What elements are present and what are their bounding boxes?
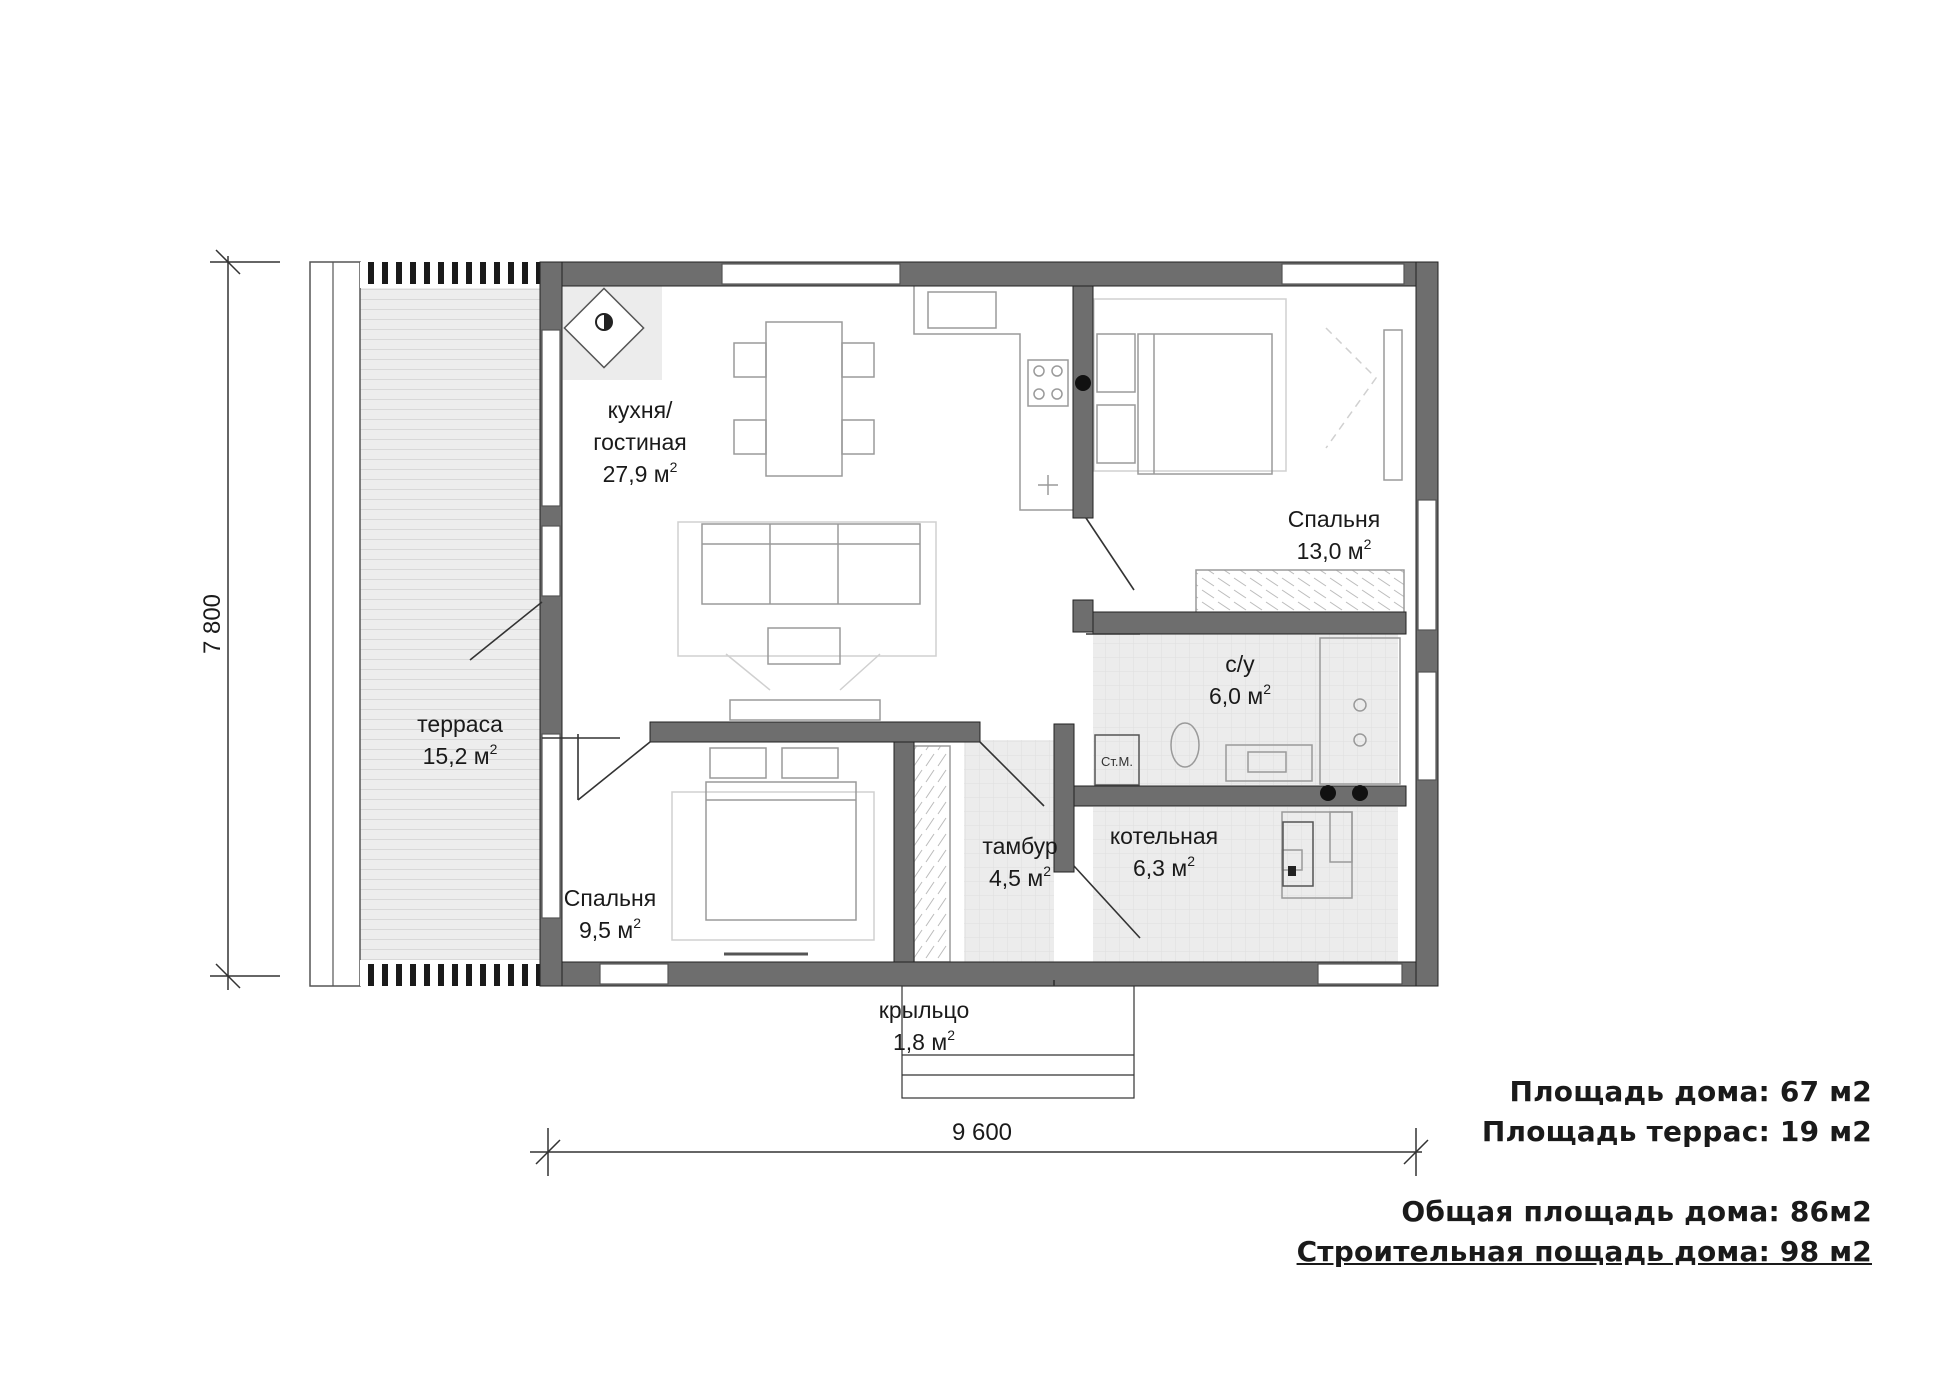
room-area-label: 13,0 м2	[1297, 536, 1372, 564]
area-exponent: 2	[1364, 536, 1372, 552]
bed	[705, 781, 857, 921]
room-labels: кухня/гостиная 27,9 м2 Спальня 13,0 м2 с/у 6,…	[417, 397, 1380, 1055]
sofa	[701, 523, 921, 605]
porch	[901, 985, 1135, 1099]
boiler-room-floor	[1093, 807, 1398, 962]
room-name-label: крыльцо	[879, 997, 970, 1023]
total-area: Общая площадь дома: 86м2	[1401, 1195, 1872, 1228]
toilet-icon	[1170, 722, 1200, 768]
room-name-label: гостиная	[593, 429, 687, 455]
area-exponent: 2	[490, 741, 498, 757]
shower	[1319, 637, 1401, 785]
terrace	[309, 261, 540, 987]
wardrobe	[1195, 569, 1405, 615]
bathroom-floor	[1093, 633, 1398, 785]
room-name-label: котельная	[1110, 823, 1218, 849]
terrace-area: Площадь террас: 19 м2	[1481, 1115, 1872, 1148]
house-area: Площадь дома: 67 м2	[1509, 1075, 1872, 1108]
vestibule-floor	[964, 740, 1054, 962]
washing-machine-label: Ст.М.	[1101, 754, 1133, 769]
dimension-height	[210, 249, 280, 990]
area-summary: Площадь дома: 67 м2 Площадь террас: 19 м…	[1297, 1072, 1872, 1272]
room-name-label: кухня/	[608, 397, 673, 423]
washing-machine	[1094, 734, 1140, 786]
riser-icon	[1352, 785, 1368, 801]
room-area-label: 6,3 м2	[1133, 853, 1195, 881]
dimension-width-label: 9 600	[952, 1119, 1012, 1146]
room-name-label: Спальня	[1288, 506, 1380, 532]
area-exponent: 2	[670, 459, 678, 475]
room-area-label: 9,5 м2	[579, 915, 641, 943]
terrace-railing-bottom	[360, 960, 540, 986]
windows	[541, 263, 1437, 985]
room-area-label: 27,9 м2	[603, 459, 678, 487]
room-area-label: 1,8 м2	[893, 1027, 955, 1055]
room-area-label: 6,0 м2	[1209, 681, 1271, 709]
area-exponent: 2	[1187, 853, 1195, 869]
dimension-width	[530, 1128, 1429, 1176]
room-name-label: с/у	[1225, 651, 1255, 677]
room-name-label: тамбур	[982, 833, 1057, 859]
kitchen-counter	[913, 286, 1073, 511]
bed	[1137, 333, 1273, 475]
room-name-label: Спальня	[564, 885, 656, 911]
building-area: Строительная пощадь дома: 98 м2	[1296, 1235, 1872, 1268]
rug	[677, 521, 937, 657]
riser-icon	[1320, 785, 1336, 801]
room-area-label: 4,5 м2	[989, 863, 1051, 891]
dimension-height-label: 7 800	[199, 594, 226, 654]
dining-table	[765, 321, 843, 477]
area-exponent: 2	[633, 915, 641, 931]
riser-icon	[1075, 375, 1091, 391]
area-exponent: 2	[1263, 681, 1271, 697]
room-area-label: 15,2 м2	[423, 741, 498, 769]
area-exponent: 2	[947, 1027, 955, 1043]
room-name-label: терраса	[417, 711, 503, 737]
tv-unit	[729, 699, 881, 721]
area-exponent: 2	[1043, 863, 1051, 879]
terrace-railing-top	[360, 262, 540, 288]
